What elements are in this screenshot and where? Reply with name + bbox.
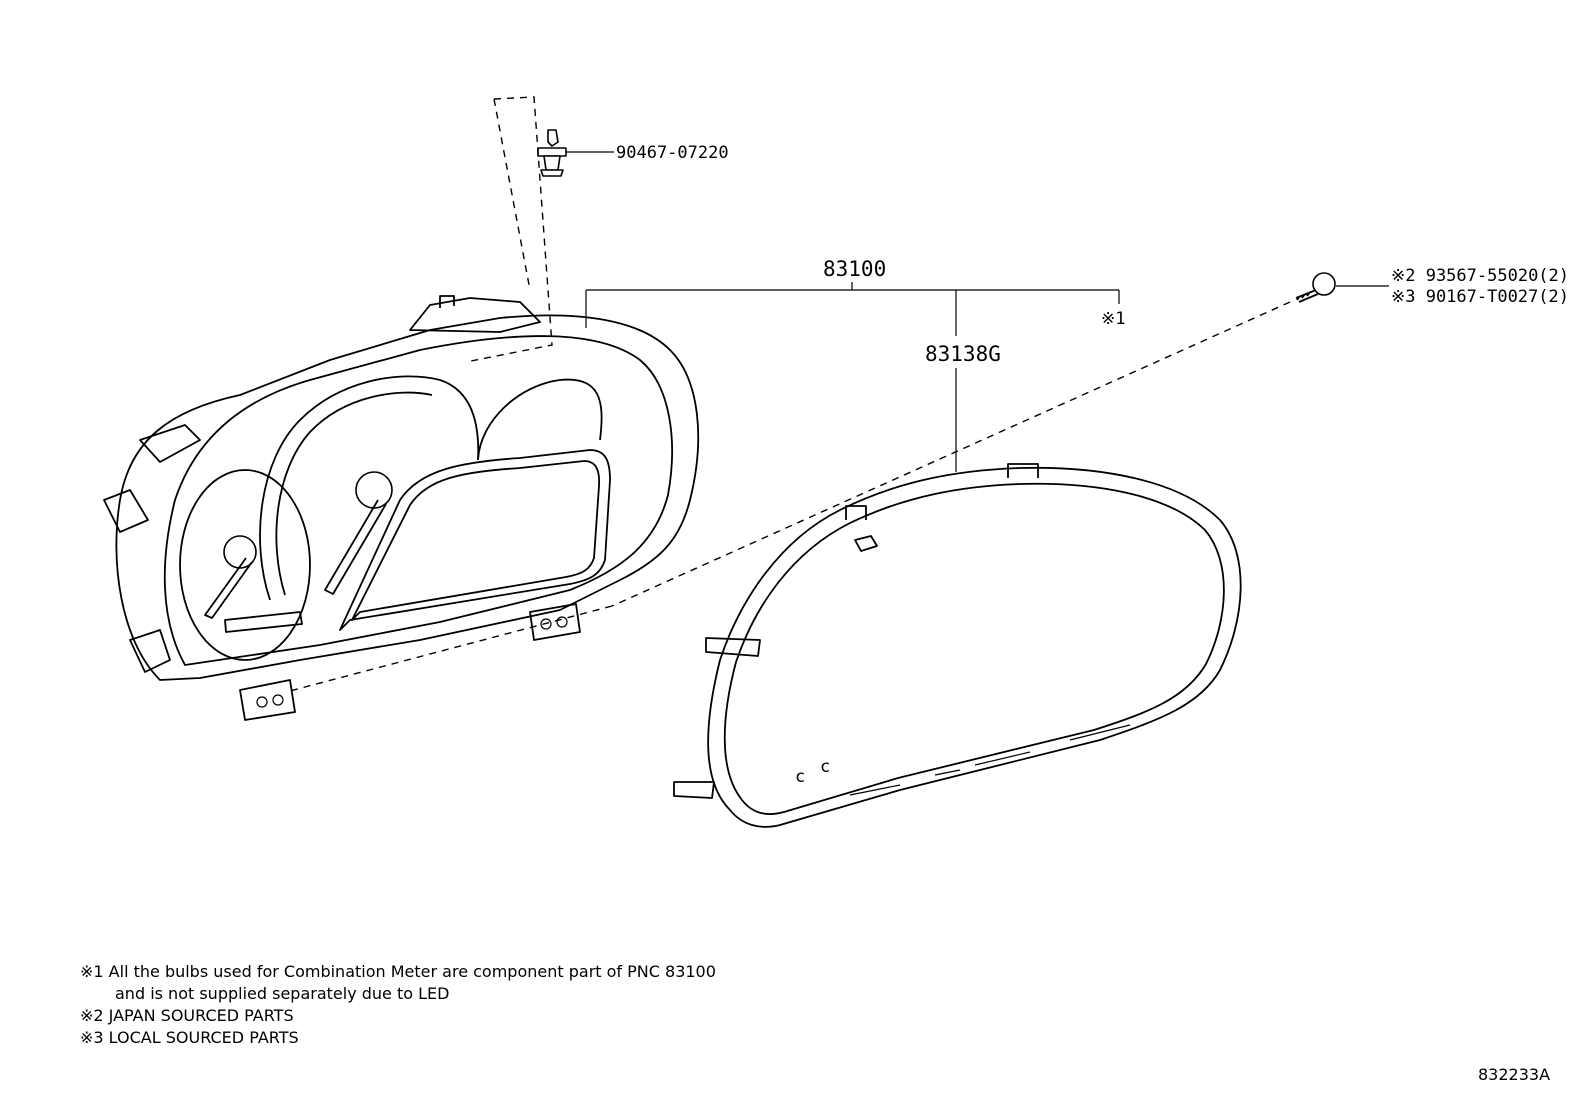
glass-hook-c2: c	[820, 757, 830, 777]
note-1-line-2: and is not supplied separately due to LE…	[115, 984, 449, 1003]
combination-meter[interactable]	[103, 295, 700, 721]
glass-part-number: 83138G	[925, 342, 1001, 366]
screw-local-number: ※3 90167-T0027(2)	[1391, 287, 1569, 307]
assembly-part-number: 83100	[823, 257, 886, 281]
note-3: ※3 LOCAL SOURCED PARTS	[80, 1028, 299, 1047]
glass-hook-c1: c	[795, 767, 805, 787]
meter-glass[interactable]: c c	[673, 463, 1242, 828]
clip-part[interactable]	[537, 129, 567, 177]
screw-part[interactable]	[1295, 272, 1336, 303]
illustration-id: 832233A	[1478, 1065, 1550, 1084]
assembly-bracket-lines	[585, 282, 1120, 472]
assembly-note-ref: ※1	[1101, 309, 1125, 329]
screw-dashed-guide	[285, 301, 1291, 693]
clip-part-number: 90467-07220	[616, 143, 729, 163]
clip-dashed-guide	[465, 96, 553, 363]
screw-japan-number: ※2 93567-55020(2)	[1391, 266, 1569, 286]
note-1-line-1: ※1 All the bulbs used for Combination Me…	[80, 962, 716, 981]
note-2: ※2 JAPAN SOURCED PARTS	[80, 1006, 294, 1025]
